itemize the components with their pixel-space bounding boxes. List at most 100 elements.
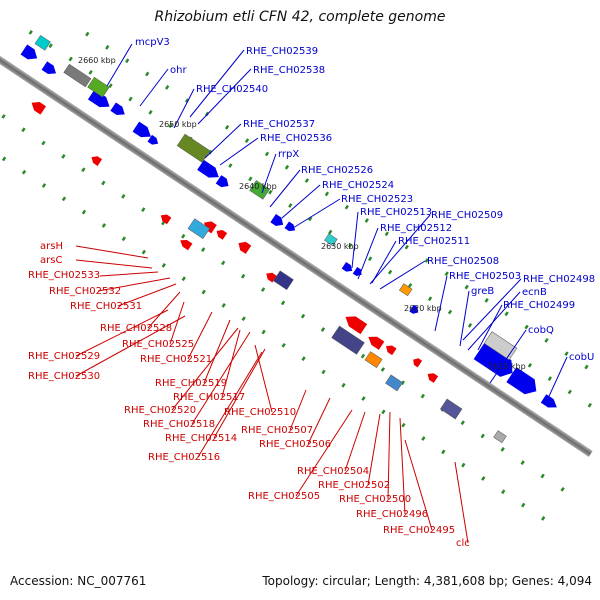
tick-mark [361,396,366,401]
tick-mark [421,436,426,441]
gene-label: RHE_CH02530 [28,371,100,382]
tick-mark [364,218,369,223]
gene-label: RHE_CH02505 [248,491,320,502]
reverse-gene-arrow [216,230,228,240]
tick-mark [108,83,113,89]
label-leader-line [197,351,263,458]
reverse-gene-arrow [345,316,368,335]
gene-label: RHE_CH02517 [173,392,245,403]
accession-text: Accession: NC_007761 [10,574,147,588]
gene-label: RHE_CH02524 [322,180,394,191]
gene-label: RHE_CH02502 [318,480,390,491]
tick-mark [21,127,26,133]
label-leader-line [357,227,379,280]
tick-mark [461,462,466,468]
tick-mark [300,313,306,319]
gene-label: RHE_CH02514 [165,433,237,444]
tick-mark [85,31,90,37]
gene-block [364,351,383,368]
gene-block [273,270,294,291]
gene-block [63,63,92,88]
gene-label: RHE_CH02513 [360,207,432,218]
label-leader-line [203,319,231,384]
label-leader-line [477,304,503,351]
forward-gene-arrow [506,367,537,395]
label-leader-line [307,397,331,445]
gene-label: RHE_CH02512 [380,223,452,234]
tick-mark [420,393,425,399]
tick-mark [1,114,6,119]
label-leader-line [147,291,181,329]
label-leader-line [459,290,470,347]
tick-mark [308,216,313,222]
forward-gene-arrow [284,221,296,232]
tick-mark [381,409,386,415]
reverse-gene-arrow [386,345,397,356]
tick-mark [404,244,409,250]
label-leader-line [173,88,195,129]
tick-mark [68,56,73,62]
gene-label: greB [471,286,494,297]
gene-features [20,34,557,444]
tick-mark [168,123,173,128]
gene-label: cobU [569,352,594,363]
tick-mark [527,362,533,368]
tick-mark [368,256,373,262]
gene-label: RHE_CH02536 [260,133,332,144]
tick-mark [181,233,186,239]
gene-label: RHE_CH02531 [70,301,142,312]
tick-mark [524,324,529,330]
tick-mark [320,327,326,332]
gene-label: ecnB [522,287,547,298]
label-leader-line [369,214,431,285]
tick-mark [264,151,270,157]
gene-block [87,76,110,98]
label-leader-line [454,461,469,544]
label-leader-line [281,184,321,219]
tick-mark [464,284,469,290]
gene-label: ohr [170,65,187,76]
tick-mark [504,311,509,317]
gene-block [324,233,338,247]
tick-mark [281,342,286,348]
forward-gene-arrow [20,44,38,60]
label-leader-line [295,409,353,497]
tick-mark [280,300,286,306]
gene-block [187,218,210,239]
gene-label: RHE_CH02506 [259,439,331,450]
label-leader-line [75,245,149,259]
label-leader-line [254,344,273,413]
gene-label: arsH [40,241,63,252]
label-leader-line [544,356,568,406]
forward-gene-arrow [132,121,151,138]
gene-label: RHE_CH02511 [398,236,470,247]
tick-mark [244,138,250,143]
map-title: Rhizobium etli CFN 42, complete genome [154,9,446,25]
tick-mark [520,460,525,466]
gene-block [249,180,270,200]
gene-label: RHE_CH02521 [140,354,212,365]
gene-label: rrpX [278,149,299,160]
reverse-gene-arrow [266,272,277,283]
gene-label: RHE_CH02532 [49,286,121,297]
label-leader-line [106,43,133,87]
gene-label: RHE_CH02519 [155,378,227,389]
label-leader-line [351,211,359,269]
gene-label: arsC [40,255,62,266]
reverse-gene-arrow [160,214,172,225]
tick-mark [427,296,433,302]
tick-mark [304,178,310,183]
forward-gene-arrow [147,134,159,145]
forward-gene-arrow [473,342,513,377]
tick-mark [268,189,273,195]
tick-mark [28,30,33,35]
tick-mark [81,209,87,215]
gene-label: cobQ [528,325,554,336]
tick-mark [384,231,389,237]
gene-block [385,374,404,392]
tick-mark [321,369,326,375]
gene-block [34,34,51,51]
tick-mark [484,298,489,303]
tick-mark [101,180,106,186]
gene-block [398,283,413,297]
